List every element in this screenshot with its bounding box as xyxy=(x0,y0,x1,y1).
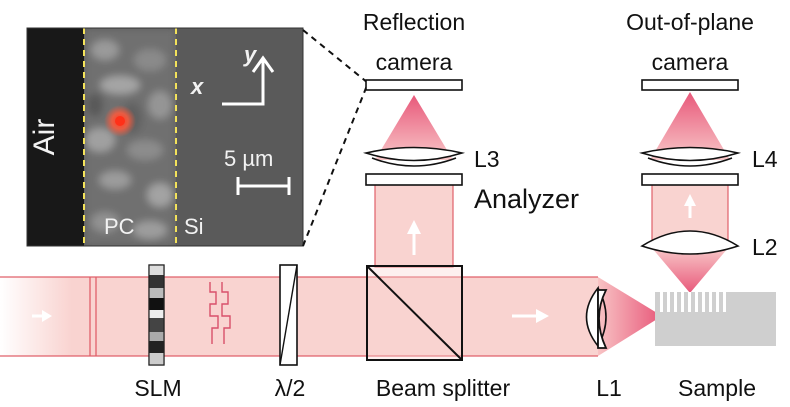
lens-l3-lower xyxy=(371,157,457,167)
scale-bar-label: 5 µm xyxy=(224,146,273,171)
silicon-region xyxy=(176,28,303,246)
air-label: Air xyxy=(28,119,61,156)
l3-label: L3 xyxy=(474,146,500,172)
analyzer-outofplane xyxy=(641,173,739,186)
lens-l3 xyxy=(362,146,466,162)
slm xyxy=(148,264,165,366)
outofplane-camera-label-line1: Out-of-plane xyxy=(626,9,754,35)
l2-label: L2 xyxy=(752,234,778,260)
lens-l4-lower xyxy=(647,157,733,167)
beam-splitter xyxy=(366,265,463,361)
air-region xyxy=(27,28,84,246)
focus-cone-l1 xyxy=(598,277,662,356)
shaped-wavefront xyxy=(209,282,231,344)
reflection-camera-label-line2: camera xyxy=(376,49,453,75)
l4-label: L4 xyxy=(752,146,778,172)
half-wave-plate xyxy=(279,264,298,366)
direction-arrows xyxy=(32,194,696,323)
hotspot-core xyxy=(115,116,125,126)
sample xyxy=(655,292,776,346)
half-wave-plate-label: λ/2 xyxy=(275,375,306,401)
axis-indicator xyxy=(222,55,275,106)
outofplane-camera-sensor xyxy=(641,79,739,91)
sample-label: Sample xyxy=(678,375,756,401)
lens-l4 xyxy=(638,146,742,162)
beam-splitter-label: Beam splitter xyxy=(376,375,511,401)
inset-micrograph: Air PC Si y x 5 µm xyxy=(27,28,303,246)
l1-label: L1 xyxy=(596,375,622,401)
x-axis-label: x xyxy=(190,74,204,99)
slm-label: SLM xyxy=(134,375,181,401)
sample-collection-cone xyxy=(652,248,728,293)
outofplane-camera-label-line2: camera xyxy=(652,49,729,75)
reflection-camera-sensor xyxy=(365,79,463,91)
si-label: Si xyxy=(184,214,204,239)
scale-bar xyxy=(236,177,291,195)
photonic-crystal-texture xyxy=(84,28,176,246)
zoom-lines xyxy=(302,29,369,247)
lens-l1-body xyxy=(597,289,608,349)
reflection-focus-cone xyxy=(375,95,453,160)
analyzer-label: Analyzer xyxy=(474,184,579,214)
outofplane-focus-cone xyxy=(650,92,730,160)
pc-label: PC xyxy=(104,214,135,239)
input-beam xyxy=(0,277,598,356)
reflection-camera-label-line1: Reflection xyxy=(363,9,465,35)
y-axis-label: y xyxy=(243,42,258,67)
analyzer-reflection xyxy=(365,173,463,186)
lens-l2 xyxy=(640,230,740,255)
inset-frame xyxy=(26,27,304,247)
